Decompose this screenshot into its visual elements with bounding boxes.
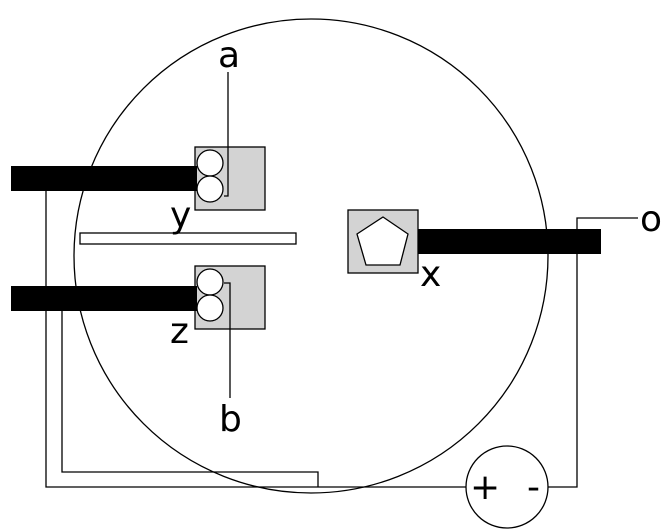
leader-b: [224, 282, 231, 398]
leader-a: [224, 72, 229, 197]
rod-lower-left: [11, 286, 197, 311]
battery-minus: -: [527, 467, 540, 508]
ball-y-top: [196, 149, 224, 177]
rod-upper-left: [11, 166, 197, 191]
chamber-circle: [73, 18, 549, 494]
ball-y-bottom: [196, 175, 224, 203]
wire-right-rod: [548, 217, 638, 488]
ball-z-bottom: [196, 294, 224, 322]
battery-circle: [465, 445, 549, 529]
label-x: x: [420, 254, 441, 295]
label-b: b: [219, 399, 242, 440]
label-y: y: [170, 195, 191, 236]
ball-z-top: [196, 268, 224, 296]
wire-lower-rod: [61, 306, 319, 487]
label-z: z: [170, 311, 189, 352]
label-o: o: [640, 199, 662, 240]
label-a: a: [218, 35, 240, 76]
battery-plus: +: [470, 467, 500, 508]
pentagon-specimen: [356, 216, 409, 266]
center-plate: [79, 232, 297, 245]
rod-right: [418, 229, 601, 254]
